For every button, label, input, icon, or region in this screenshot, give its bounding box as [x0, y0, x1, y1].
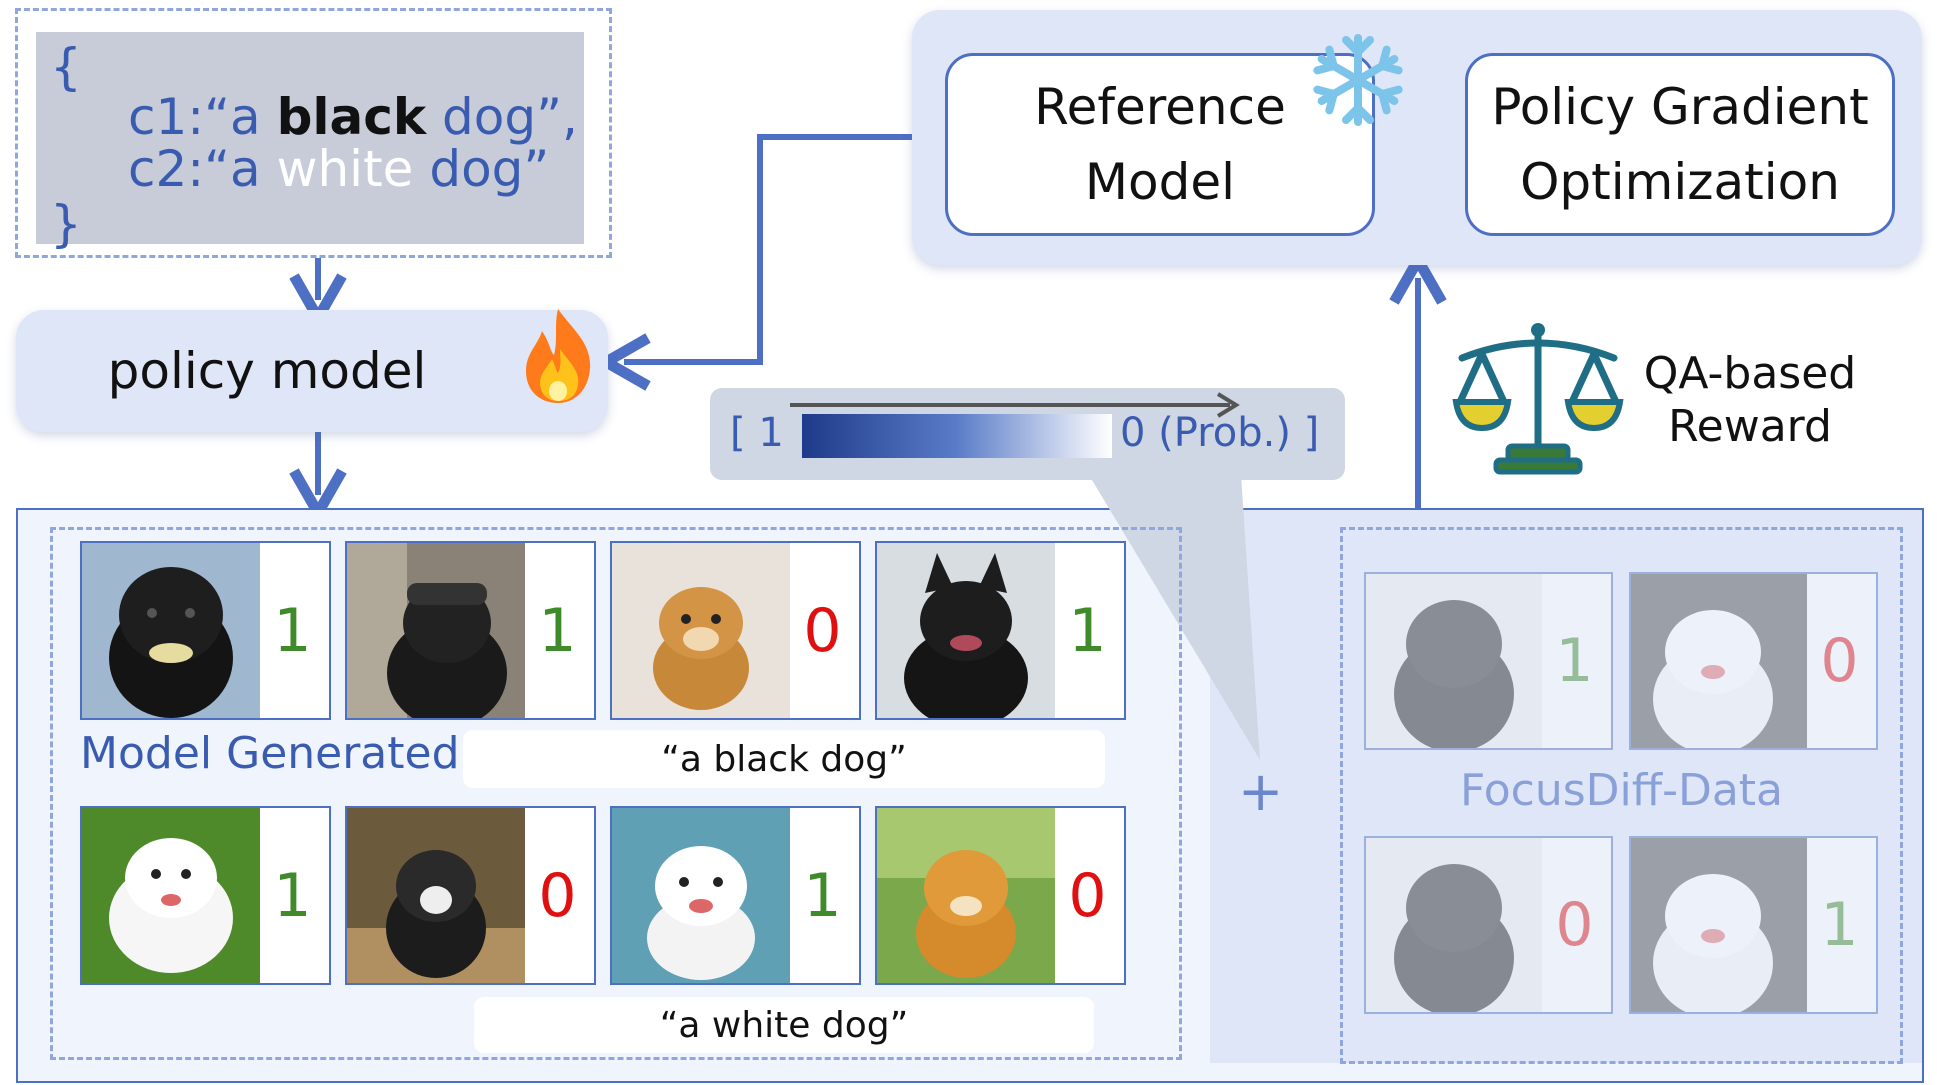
score-label: 1	[1820, 890, 1859, 960]
score-label: 1	[803, 860, 842, 931]
reward-line1: QA-based	[1643, 348, 1857, 399]
focusdiff-label: FocusDiff-Data	[1459, 765, 1784, 816]
generated-card-1-1: 1	[80, 541, 331, 720]
policy-gradient-box: Policy Gradient Optimization	[1465, 53, 1895, 236]
dog-image	[82, 543, 260, 718]
fire-icon	[526, 309, 591, 403]
policy-gradient-line2: Optimization	[1520, 152, 1840, 211]
policy-gradient-line1: Policy Gradient	[1491, 77, 1869, 136]
policy-gradient-text: Policy Gradient Optimization	[1491, 70, 1868, 220]
dog-image	[612, 808, 790, 983]
reference-model-line1: Reference	[1034, 77, 1286, 136]
focusdiff-frame	[1340, 527, 1903, 1064]
prompt-c2-key: white	[276, 140, 414, 198]
model-generated-label: Model Generated	[80, 728, 460, 779]
reference-model-text: Reference Model	[1034, 70, 1286, 220]
generated-card-1-4: 1	[875, 541, 1126, 720]
prompt-open-brace: {	[50, 38, 82, 96]
score-label: 1	[273, 595, 312, 666]
focusdiff-card-2-2: 1	[1629, 836, 1878, 1014]
score-label: 1	[1555, 626, 1594, 696]
generated-card-2-1: 1	[80, 806, 331, 985]
prompt-c1-key: black	[276, 88, 427, 146]
scales-icon	[1452, 323, 1624, 475]
prompt-c1: c1:“a black dog”,	[128, 88, 578, 146]
policy-model-label: policy model	[107, 341, 427, 400]
prompt-c2-suffix: dog”	[413, 140, 550, 198]
score-label: 1	[1068, 595, 1107, 666]
dog-image	[1366, 574, 1542, 748]
dog-image	[877, 808, 1055, 983]
dog-image	[1631, 838, 1807, 1012]
prompt-c1-suffix: dog”,	[426, 88, 578, 146]
model-generated-frame	[50, 527, 1182, 1060]
generated-card-1-3: 0	[610, 541, 861, 720]
snowflake-icon	[1308, 34, 1408, 130]
prob-right-label: 0 (Prob.) ]	[1120, 410, 1320, 456]
focusdiff-card-1-1: 1	[1364, 572, 1613, 750]
arrow-reference-to-policy	[595, 134, 912, 391]
prompt-c2-prefix: c2:“a	[128, 140, 277, 198]
generated-card-2-2: 0	[345, 806, 596, 985]
score-label: 0	[538, 860, 577, 931]
dog-image	[1366, 838, 1542, 1012]
score-label: 0	[1820, 626, 1859, 696]
reward-label: QA-based Reward	[1640, 348, 1860, 454]
reference-model-box: Reference Model	[945, 53, 1375, 236]
reward-line2: Reward	[1668, 400, 1832, 452]
dog-image	[82, 808, 260, 983]
generated-card-2-3: 1	[610, 806, 861, 985]
score-label: 0	[1068, 860, 1107, 931]
score-label: 1	[273, 860, 312, 931]
focusdiff-card-2-1: 0	[1364, 836, 1613, 1014]
dog-image	[1631, 574, 1807, 748]
prob-arrow	[790, 392, 1240, 418]
dog-image	[612, 543, 790, 718]
reference-model-line2: Model	[1084, 152, 1236, 211]
plus-sign: +	[1238, 760, 1284, 823]
prompt-c1-prefix: c1:“a	[128, 88, 277, 146]
score-label: 0	[1555, 890, 1594, 960]
generated-card-2-4: 0	[875, 806, 1126, 985]
prompt-close-brace: }	[50, 195, 82, 253]
dog-image	[347, 808, 525, 983]
prompt-box-frame	[15, 8, 612, 258]
dog-image	[347, 543, 525, 718]
prob-gradient	[802, 414, 1112, 458]
dog-image	[877, 543, 1055, 718]
score-label: 1	[538, 595, 577, 666]
generated-card-1-2: 1	[345, 541, 596, 720]
row1-caption: “a black dog”	[463, 730, 1105, 788]
row2-caption: “a white dog”	[474, 997, 1094, 1053]
focusdiff-card-1-2: 0	[1629, 572, 1878, 750]
policy-model-box: policy model	[16, 310, 608, 432]
prompt-box	[36, 32, 584, 244]
prompt-c2: c2:“a white dog”	[128, 140, 549, 198]
prob-left-label: [ 1	[730, 410, 784, 456]
score-label: 0	[803, 595, 842, 666]
focusdiff-backdrop	[1210, 510, 1922, 1063]
